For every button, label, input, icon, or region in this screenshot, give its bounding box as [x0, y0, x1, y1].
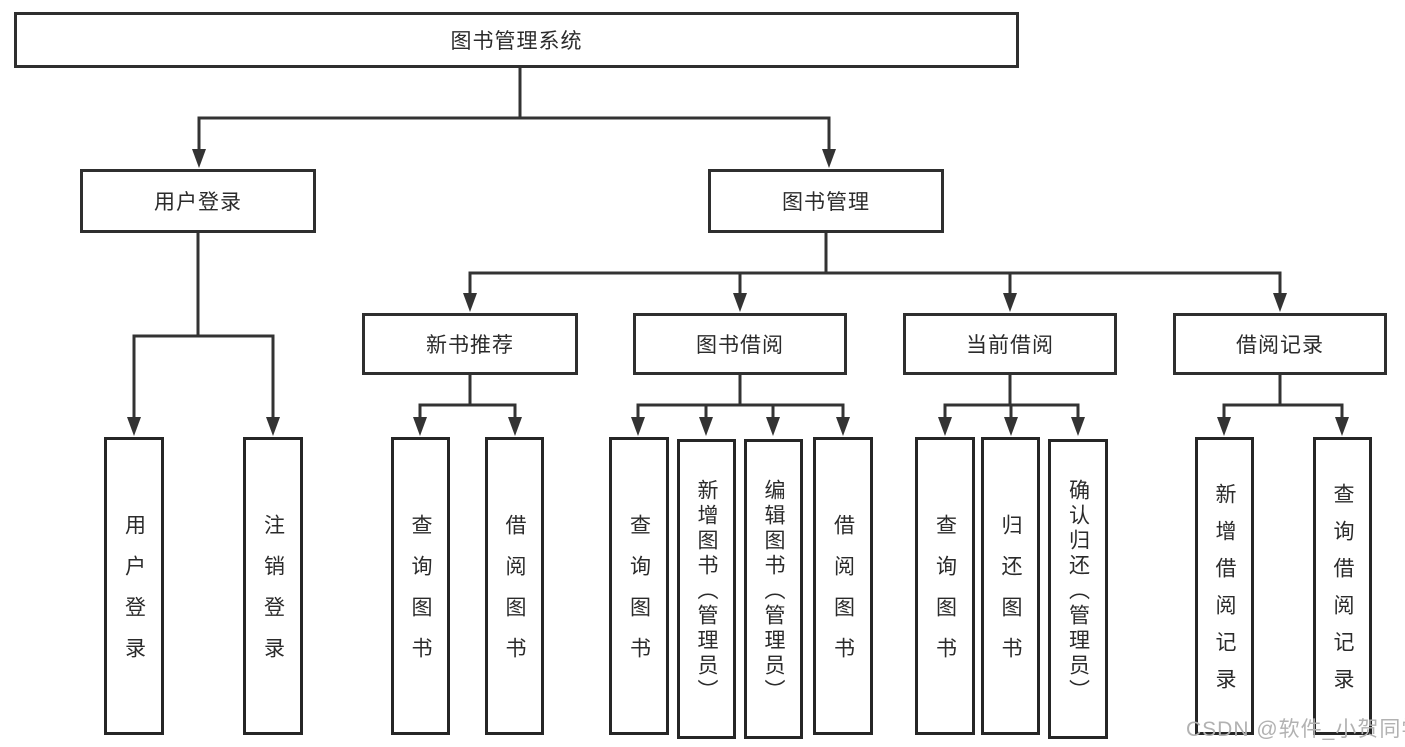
node-user-login: 用户登录: [80, 169, 316, 233]
leaf-query-borrow-record: 查询借阅记录: [1313, 437, 1372, 735]
leaf-query-books-current: 查询图书: [915, 437, 975, 735]
node-label: 注销登录: [261, 514, 285, 678]
leaf-add-borrow-record: 新增借阅记录: [1195, 437, 1254, 735]
leaf-confirm-return-admin: 确认归还（管理员）: [1048, 439, 1108, 739]
node-label: 用户登录: [122, 514, 146, 678]
node-label: 用户登录: [154, 191, 242, 214]
leaf-edit-book-admin: 编辑图书（管理员）: [744, 439, 803, 739]
leaf-logout: 注销登录: [243, 437, 303, 735]
node-label: 编辑图书（管理员）: [762, 478, 785, 704]
node-new-book-recommend: 新书推荐: [362, 313, 578, 375]
node-label: 借阅图书: [503, 514, 526, 678]
node-label: 查询图书: [409, 514, 432, 678]
node-label: 查询图书: [627, 514, 651, 678]
node-book-borrow: 图书借阅: [633, 313, 847, 375]
connector-current-borrow-branch: [938, 375, 1085, 436]
node-label: 查询图书: [933, 514, 957, 678]
leaf-query-books-borrow: 查询图书: [609, 437, 669, 735]
leaf-borrow-books-recommend: 借阅图书: [485, 437, 544, 735]
leaf-borrow-books-borrow: 借阅图书: [813, 437, 873, 735]
node-label: 新增图书（管理员）: [695, 478, 718, 704]
leaf-query-books-recommend: 查询图书: [391, 437, 450, 735]
connector-book-management-to-level2: [463, 233, 1287, 312]
leaf-return-book: 归还图书: [981, 437, 1040, 735]
node-current-borrow: 当前借阅: [903, 313, 1117, 375]
node-label: 借阅图书: [831, 514, 855, 678]
connector-new-book-branch: [413, 375, 522, 436]
node-label: 图书管理: [782, 191, 870, 214]
node-book-management: 图书管理: [708, 169, 944, 233]
node-label: 借阅记录: [1236, 334, 1324, 357]
node-label: 当前借阅: [966, 334, 1054, 357]
leaf-user-login: 用户登录: [104, 437, 164, 735]
connector-root-to-level1: [192, 68, 836, 168]
node-label: 图书管理系统: [450, 30, 583, 53]
node-label: 新书推荐: [426, 334, 514, 357]
node-library-management-system: 图书管理系统: [14, 12, 1019, 68]
node-label: 图书借阅: [696, 334, 784, 357]
node-label: 归还图书: [999, 514, 1022, 678]
connector-book-borrow-branch: [631, 375, 850, 436]
connector-user-login-branch: [127, 233, 280, 436]
csdn-watermark: CSDN @软件_小贺同学: [1186, 718, 1405, 741]
node-borrow-records: 借阅记录: [1173, 313, 1387, 375]
connector-borrow-records-branch: [1217, 375, 1349, 436]
node-label: 确认归还（管理员）: [1066, 478, 1090, 704]
node-label: 新增借阅记录: [1213, 483, 1236, 705]
leaf-add-book-admin: 新增图书（管理员）: [677, 439, 736, 739]
node-label: 查询借阅记录: [1331, 483, 1354, 705]
